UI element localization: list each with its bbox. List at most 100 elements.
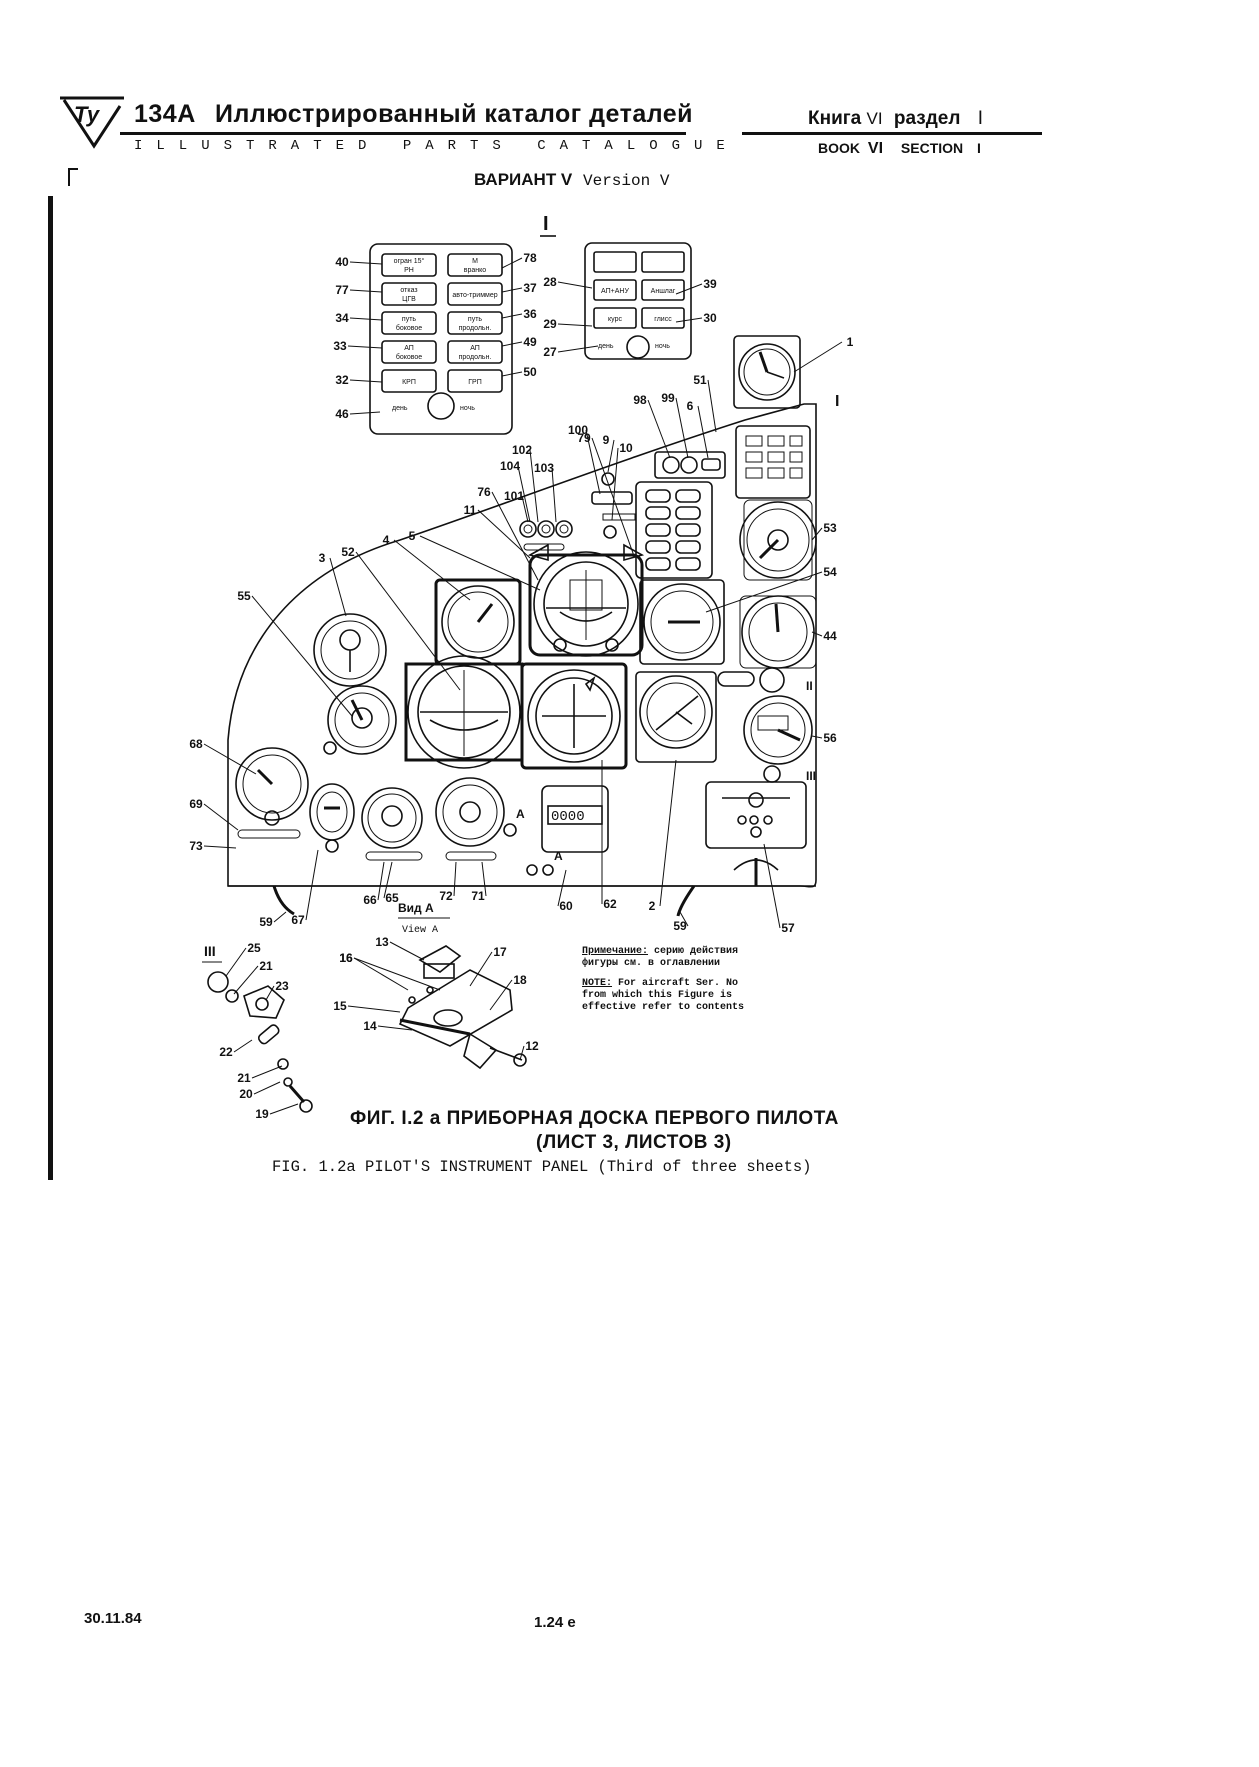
annunciator-button[interactable]: курс: [593, 307, 637, 329]
leader-line: [517, 465, 531, 523]
leader-line: [349, 379, 383, 383]
annunciator-button[interactable]: Аншлаг: [641, 279, 685, 301]
footer-page: 1.24 е: [534, 1614, 576, 1631]
logo-text: Ту: [74, 102, 101, 127]
callout-number: 28: [543, 275, 557, 289]
annunciator-button[interactable]: КРП: [381, 369, 437, 393]
callout-number: 1: [847, 335, 854, 349]
note-ru-line2: фигуры см. в оглавлении: [582, 958, 721, 969]
leader-line: [203, 803, 239, 831]
leader-line: [675, 317, 703, 323]
gauge-3: [313, 613, 387, 687]
matrix-button[interactable]: [675, 557, 701, 571]
annunciator-button[interactable]: АП+АНУ: [593, 279, 637, 301]
callout-number: 101: [504, 489, 524, 503]
variant-heading: ВАРИАНТ V Version V: [474, 170, 669, 190]
leader-line: [453, 861, 457, 897]
matrix-button[interactable]: [645, 540, 671, 554]
leader-line: [705, 571, 823, 613]
leader-line: [557, 345, 599, 353]
left-margin-bar: [48, 196, 53, 1180]
callout-number: 103: [534, 461, 554, 475]
matrix-button[interactable]: [645, 489, 671, 503]
callout-number: 76: [477, 485, 491, 499]
leader-line: [347, 1005, 401, 1013]
note-block: Примечание: серию действия фигуры см. в …: [582, 946, 744, 1014]
matrix-button[interactable]: [675, 540, 701, 554]
callout-number: 16: [339, 951, 353, 965]
gauge-2: [635, 671, 717, 763]
book-en-label: BOOK: [818, 140, 860, 156]
callout-number: 18: [513, 973, 527, 987]
callout-number: 46: [335, 407, 349, 421]
callout-number: 9: [603, 433, 610, 447]
flight-director: [404, 655, 524, 769]
catalogue-logo: Ту: [58, 94, 126, 150]
callout-number: 50: [523, 365, 537, 379]
gauge-72: А: [435, 777, 525, 861]
annunciator-button[interactable]: авто-триммер: [447, 282, 503, 306]
leader-line: [697, 405, 709, 459]
leader-line: [225, 947, 247, 977]
annunciator-button-label: глисс: [654, 316, 672, 323]
callout-number: 19: [255, 1107, 269, 1121]
view-a-ru: Вид А: [398, 901, 434, 915]
figure-caption-ru: ФИГ. I.2 а ПРИБОРНАЯ ДОСКА ПЕРВОГО ПИЛОТ…: [350, 1108, 839, 1129]
leader-line: [519, 1045, 525, 1061]
callout-number: 32: [335, 373, 349, 387]
note-en-label: NOTE:: [582, 978, 613, 989]
right-knob-day-label: день: [598, 343, 614, 350]
detail-III-label: III: [204, 943, 216, 959]
annunciator-button[interactable]: [641, 251, 685, 273]
leader-line: [251, 1065, 283, 1079]
catalogue-model: 134А: [134, 100, 196, 128]
callout-number: 69: [189, 797, 203, 811]
annunciator-button[interactable]: ГРП: [447, 369, 503, 393]
left-panel-dimmer-knob[interactable]: [427, 392, 455, 420]
digital-counter-60: 0000 А: [526, 785, 609, 876]
matrix-button[interactable]: [645, 523, 671, 537]
corner-mark-v: [68, 168, 70, 186]
matrix-button[interactable]: [645, 557, 671, 571]
callout-number: 30: [703, 311, 717, 325]
annunciator-button-label: отказ: [400, 287, 417, 294]
matrix-button[interactable]: [645, 506, 671, 520]
header-rule-right: [742, 132, 1042, 135]
callout-number: 98: [633, 393, 647, 407]
matrix-button[interactable]: [675, 523, 701, 537]
callout-number: 20: [239, 1087, 253, 1101]
book-section-ru: Книга VI раздел I: [808, 108, 983, 130]
book-ru-num: VI: [866, 109, 883, 128]
callout-number: 100: [568, 423, 588, 437]
callout-number: 25: [247, 941, 261, 955]
right-panel-dimmer-knob[interactable]: [626, 335, 650, 359]
matrix-button[interactable]: [675, 489, 701, 503]
annunciator-button[interactable]: глисс: [641, 307, 685, 329]
annunciator-button[interactable]: огран 15°РН: [381, 253, 437, 277]
leader-line: [675, 283, 703, 295]
annunciator-button-label: путь: [468, 316, 482, 323]
callout-number: 3: [319, 551, 326, 565]
leader-line: [491, 491, 539, 581]
note-ru-text1: серию действия: [654, 946, 739, 957]
gauge-55: [323, 685, 397, 755]
leader-line: [501, 371, 523, 377]
bracket-left-59: [272, 885, 295, 916]
matrix-button[interactable]: [675, 506, 701, 520]
digital-counter-value: 0000: [551, 809, 585, 825]
annunciator-button[interactable]: [593, 251, 637, 273]
leader-line: [269, 1103, 299, 1115]
callout-number: 56: [823, 731, 837, 745]
corner-mark-h: [68, 168, 78, 170]
catalogue-title-ru: Иллюстрированный каталог деталей: [215, 100, 694, 128]
gauge-54: [639, 579, 725, 665]
section-en-label: SECTION: [900, 140, 964, 156]
